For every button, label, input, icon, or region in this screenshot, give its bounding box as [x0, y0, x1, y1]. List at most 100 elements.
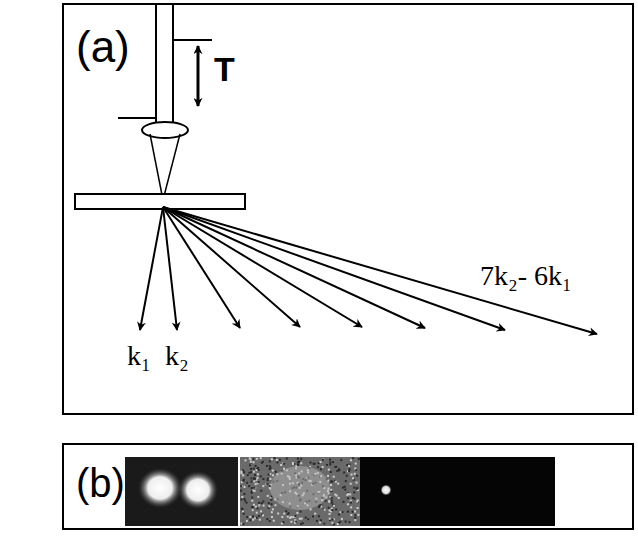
grain — [258, 504, 260, 506]
grain — [337, 483, 339, 485]
grain — [333, 505, 335, 507]
grain — [349, 493, 351, 495]
grain — [269, 460, 271, 462]
grain — [301, 518, 303, 520]
grain — [243, 471, 245, 473]
grain — [328, 501, 330, 503]
grain — [346, 475, 348, 477]
grain — [353, 491, 355, 493]
beam-arrow — [163, 207, 597, 334]
grain — [242, 510, 244, 512]
grain — [269, 467, 271, 469]
grain — [267, 479, 269, 481]
grain — [254, 490, 256, 492]
translation-arrow — [197, 46, 200, 106]
beam-arrow — [163, 207, 425, 328]
grain — [302, 522, 304, 524]
grain — [262, 514, 264, 516]
grain — [289, 517, 291, 519]
grain — [271, 516, 273, 518]
beam-arrow — [163, 207, 505, 330]
grain — [298, 461, 300, 463]
grain — [323, 523, 325, 525]
grain — [338, 513, 340, 515]
grain — [273, 520, 275, 522]
grain — [271, 458, 273, 460]
grain — [341, 518, 343, 520]
grain — [246, 502, 248, 504]
grain — [257, 477, 259, 479]
grain — [354, 519, 356, 521]
grain — [354, 473, 356, 475]
grain — [326, 464, 328, 466]
grain — [262, 485, 264, 487]
grain — [251, 500, 253, 502]
grain — [277, 513, 279, 515]
grain — [251, 496, 253, 498]
grain — [257, 496, 259, 498]
grain — [295, 521, 297, 523]
grain — [267, 495, 269, 497]
grain — [299, 518, 301, 520]
grain — [260, 490, 262, 492]
grain — [260, 475, 262, 477]
grain — [318, 515, 320, 517]
grain — [253, 489, 255, 491]
grain — [352, 457, 354, 459]
grain — [334, 480, 336, 482]
grain — [268, 474, 270, 476]
grain — [249, 457, 251, 459]
grain — [262, 461, 264, 463]
grain — [319, 521, 321, 523]
grain — [300, 462, 302, 464]
sample-plate — [75, 194, 245, 209]
grain — [240, 490, 242, 492]
grain — [267, 477, 269, 479]
grain — [297, 461, 299, 463]
panel-label: (b) — [76, 463, 125, 503]
grain — [356, 501, 358, 503]
grain — [251, 481, 253, 483]
grain — [250, 461, 252, 463]
grain — [332, 519, 334, 521]
grain — [273, 457, 275, 459]
grain — [261, 514, 263, 516]
grain — [356, 488, 358, 490]
grain — [350, 459, 352, 461]
grain — [331, 500, 333, 502]
grain — [296, 512, 298, 514]
grain — [249, 516, 251, 518]
grain — [248, 485, 250, 487]
grain — [249, 464, 251, 466]
grain — [242, 510, 244, 512]
focused-beam — [150, 134, 180, 200]
grain — [334, 466, 336, 468]
grain — [317, 466, 319, 468]
grain — [322, 458, 324, 460]
grain — [282, 462, 284, 464]
aperture-marks — [118, 40, 212, 118]
grain — [343, 501, 345, 503]
grain — [329, 513, 331, 515]
grain — [350, 500, 352, 502]
grain — [260, 510, 262, 512]
grain — [322, 459, 324, 461]
grain — [255, 483, 257, 485]
grain — [256, 512, 258, 514]
grain — [242, 523, 244, 525]
grain — [318, 462, 320, 464]
grain — [324, 509, 326, 511]
grain — [297, 464, 299, 466]
grain — [320, 468, 322, 470]
grain — [354, 517, 356, 519]
grain — [349, 521, 351, 523]
grain — [276, 461, 278, 463]
grain — [272, 470, 274, 472]
grain — [312, 515, 314, 517]
grain — [347, 497, 349, 499]
grain — [330, 484, 332, 486]
panel-label: (a) — [76, 25, 130, 69]
grain — [347, 511, 349, 513]
grain — [328, 507, 330, 509]
grain — [256, 517, 258, 519]
